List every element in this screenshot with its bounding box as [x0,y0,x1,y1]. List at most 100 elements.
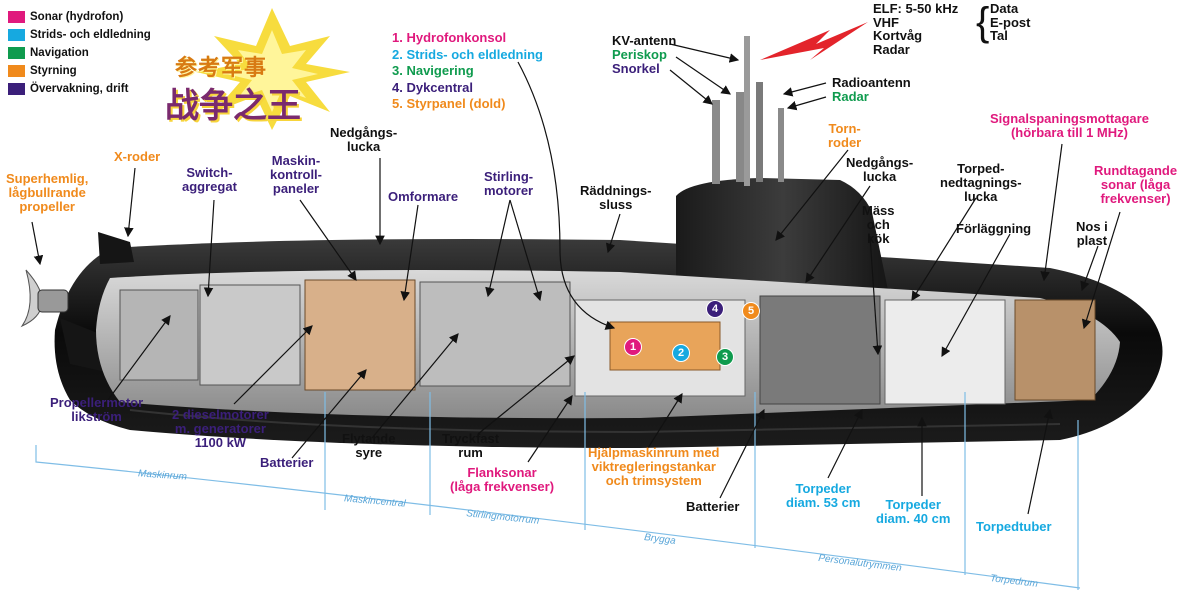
label-switch-aggregat: Switch- aggregat [182,166,237,194]
legend-item-sonar: Sonar (hydrofon) [6,8,176,26]
logo-text-top: 参考军事 [175,56,268,81]
label-hjalpmaskinrum: Hjälpmaskinrum med viktregleringstankar … [588,446,720,488]
label-line: aggregat [182,179,237,194]
label-line: Mäss [862,203,895,218]
label-mass-och-kok: Mäss och kök [862,204,895,246]
label-line: paneler [272,181,320,196]
label-dieselmotorer: 2 dieselmotorer m. generatorer 1100 kW [172,408,269,450]
leader-lines [31,43,1121,515]
legend-swatch [8,47,25,59]
legend-item-strids: Strids- och eldledning [6,26,176,44]
label-rundtagande-sonar: Rundtagande sonar (låga frekvenser) [1094,164,1177,206]
label-omformare: Omformare [388,189,459,204]
label-line: lucka [964,189,998,204]
legend-swatch [8,11,25,23]
legend-label: Styrning [30,65,77,77]
label-line: Nedgångs- [846,155,914,170]
legend-label: Sonar (hydrofon) [30,11,124,23]
label-line: viktregleringstankar [591,459,716,474]
legend-item-overvakning: Övervakning, drift [6,80,176,98]
label-nedgangslucka-aft: Nedgångs- lucka [330,126,397,154]
label-kv-antenn: KV-antenn [612,33,677,48]
label-line: Switch- [186,165,233,180]
label-line: Torpeder [885,497,941,512]
label-line: Propellermotor [50,395,144,410]
label-line: lucka [862,169,897,184]
label-line: och trimsystem [605,473,702,488]
label-signalspaning: Signalspaningsmottagare (hörbara till 1 … [990,112,1149,140]
label-line: (låga frekvenser) [450,479,555,494]
label-line: Maskin- [271,153,321,168]
label-line: likström [71,409,122,424]
label-batterier-aft: Batterier [260,455,314,470]
comm-type: Tal [990,28,1008,43]
label-line: (hörbara till 1 MHz) [1010,125,1128,140]
label-radioantenn: Radioantenn [832,75,911,90]
label-line: nedtagnings- [940,175,1022,190]
num-item-2: 2. Strids- och eldledning [392,46,543,62]
label-nos-i-plast: Nos i plast [1076,220,1108,248]
label-line: motorer [484,183,534,198]
logo-text-bottom: 战争之王 [165,86,301,126]
label-propellermotor: Propellermotor likström [50,396,143,424]
comm-band: ELF: 5-50 kHz [873,1,959,16]
comm-types: Data E-post Tal [990,2,1030,43]
brace-icon: { [976,0,990,44]
label-line: syre [355,445,383,460]
legend-swatch [8,65,25,77]
num-item-1: 1. Hydrofonkonsol [392,30,507,45]
label-line: sluss [599,197,633,212]
comm-band: Radar [873,41,910,57]
label-snorkel: Snorkel [612,61,660,76]
label-superhemlig-propeller: Superhemlig, lågbullrande propeller [6,172,88,214]
comm-band: Kortvåg [873,28,923,43]
legend-label: Strids- och eldledning [30,29,151,41]
label-line: Superhemlig, [6,171,89,186]
label-line: kök [867,231,890,246]
comm-band: VHF [873,14,899,30]
label-nedgangslucka-fore: Nedgångs- lucka [846,156,913,184]
label-x-roder: X-roder [114,149,161,164]
label-line: Rundtagande [1094,163,1178,178]
legend-swatch [8,83,25,95]
badge-2: 2 [672,344,690,362]
label-line: Torn- [828,121,861,136]
label-line: diam. 40 cm [876,511,951,526]
badge-1: 1 [624,338,642,356]
comm-bands: ELF: 5-50 kHz VHF Kortvåg Radar [873,2,958,56]
comm-type: Data [990,1,1019,16]
submarine-hull [20,22,1163,448]
label-torpedtuber: Torpedtuber [976,519,1052,534]
num-item-4: 4. Dykcentral [392,79,473,95]
label-torpeder-40: Torpeder diam. 40 cm [876,498,950,526]
label-flanksonar: Flanksonar (låga frekvenser) [450,466,554,494]
label-tryckfast-rum: Tryckfast rum [442,432,499,460]
label-line: roder [828,135,862,150]
label-line: Stirling- [484,169,534,184]
label-line: rum [458,445,483,460]
label-line: Tryckfast [442,431,500,446]
label-line: propeller [19,199,75,214]
label-raddningssluss: Räddnings- sluss [580,184,652,212]
label-forlaggning: Förläggning [956,221,1032,236]
num-item-5: 5. Styrpanel (dold) [392,96,506,111]
label-line: 2 dieselmotorer [172,407,269,422]
legend-swatch [8,29,25,41]
label-line: plast [1076,233,1108,248]
comm-type: E-post [990,14,1031,30]
label-line: Signalspaningsmottagare [990,111,1149,126]
label-maskinkontrollpaneler: Maskin- kontroll- paneler [270,154,322,196]
label-line: Torpeder [795,481,851,496]
label-periskop: Periskop [612,47,667,62]
label-line: lågbullrande [8,185,86,200]
label-flytande-syre: Flytande syre [342,432,395,460]
label-radar: Radar [832,89,869,104]
logo-graphic [196,8,350,130]
label-line: Flanksonar [467,465,537,480]
legend-item-styrning: Styrning [6,62,176,80]
label-line: sonar (låga [1100,177,1171,192]
label-line: Flytande [342,431,396,446]
label-line: diam. 53 cm [786,495,861,510]
